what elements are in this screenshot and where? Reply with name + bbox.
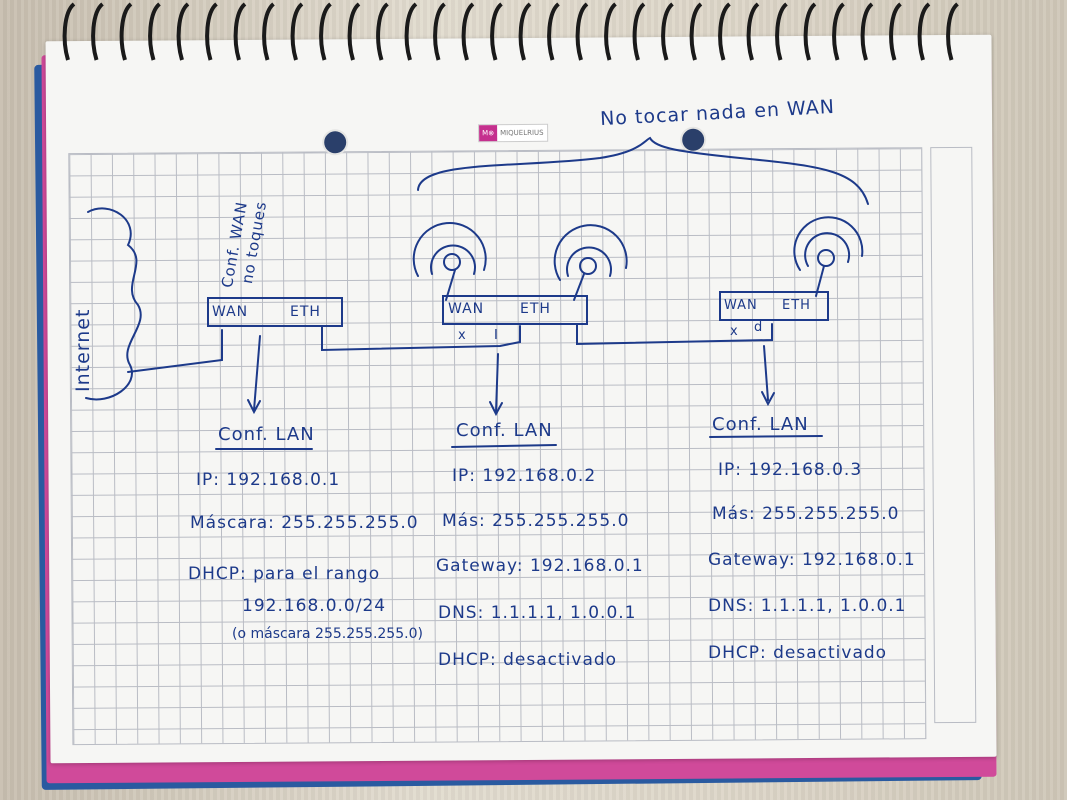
router3-dhcp: DHCP: desactivado	[708, 643, 888, 663]
spiral-coil	[433, 2, 446, 61]
router1-dhcp-line3: (o máscara 255.255.255.0)	[232, 626, 423, 642]
router2-port-mark-1: x	[458, 328, 467, 343]
antenna-router2-left	[412, 221, 487, 301]
underline-router3	[709, 435, 823, 438]
router1-dhcp-line1: DHCP: para el rango	[188, 564, 381, 584]
spiral-coil	[604, 2, 617, 61]
spiral-coil	[946, 2, 959, 61]
router3-mask: Más: 255.255.255.0	[712, 504, 900, 524]
router3-eth-label: ETH	[782, 298, 811, 313]
router2-wan-label: WAN	[448, 301, 485, 317]
router1-wan-label: WAN	[212, 304, 249, 320]
router2-eth-label: ETH	[520, 301, 551, 317]
spiral-coil	[775, 2, 788, 61]
arrow-router3	[761, 345, 775, 407]
spiral-coil	[62, 2, 76, 61]
spiral-coil	[290, 2, 304, 61]
spiral-coil	[632, 2, 646, 61]
spiral-binding	[62, 2, 959, 61]
underline-router2	[451, 444, 557, 448]
spiral-coil	[803, 2, 817, 61]
spiral-coil	[404, 2, 418, 61]
router3-dns: DNS: 1.1.1.1, 1.0.0.1	[708, 596, 907, 616]
spiral-coil	[91, 2, 104, 61]
spiral-coil	[889, 2, 902, 61]
spiral-coil	[262, 2, 275, 61]
spiral-coil	[233, 2, 247, 61]
link-router1-router2	[321, 325, 521, 352]
spiral-coil	[661, 2, 674, 61]
antenna-router2-right	[553, 224, 628, 301]
arrow-router1	[247, 335, 261, 415]
router2-dns: DNS: 1.1.1.1, 1.0.0.1	[438, 603, 637, 623]
spiral-coil	[547, 2, 560, 61]
spiral-coil	[860, 2, 874, 61]
router3-port-mark-1: x	[730, 324, 739, 339]
router1-ip: IP: 192.168.0.1	[196, 470, 341, 490]
router3-gateway: Gateway: 192.168.0.1	[708, 550, 916, 570]
router2-config-title: Conf. LAN	[456, 420, 553, 441]
router3-config-title: Conf. LAN	[712, 414, 809, 435]
router2-port-mark-2: I	[494, 328, 499, 343]
link-internet-router1	[127, 329, 223, 373]
router1-dhcp-line2: 192.168.0.0/24	[242, 596, 387, 616]
router2-ip: IP: 192.168.0.2	[452, 466, 597, 486]
spiral-coil	[917, 2, 931, 61]
spiral-coil	[575, 2, 589, 61]
router2-gateway: Gateway: 192.168.0.1	[436, 556, 644, 576]
wan-brace	[417, 136, 869, 205]
internet-cloud	[85, 207, 142, 401]
spiral-coil	[461, 2, 475, 61]
router2-mask: Más: 255.255.255.0	[442, 511, 630, 531]
spiral-coil	[746, 2, 760, 61]
spiral-coil	[689, 2, 703, 61]
spiral-coil	[518, 2, 532, 61]
router1-box	[207, 297, 343, 327]
spiral-coil	[119, 2, 133, 61]
router3-wan-label: WAN	[724, 298, 758, 313]
spiral-coil	[376, 2, 389, 61]
link-router2-router3	[576, 323, 773, 346]
router2-box	[442, 295, 588, 325]
spiral-coil	[176, 2, 190, 61]
spiral-coil	[490, 2, 503, 61]
spiral-coil	[205, 2, 218, 61]
router3-ip: IP: 192.168.0.3	[718, 460, 863, 480]
spiral-coil	[319, 2, 332, 61]
router1-config-title: Conf. LAN	[218, 424, 315, 445]
antenna-router3	[793, 216, 864, 297]
internet-label: Internet	[72, 308, 94, 392]
spiral-coil	[718, 2, 731, 61]
arrow-router2	[489, 353, 503, 417]
spiral-coil	[148, 2, 161, 61]
router1-eth-label: ETH	[290, 304, 321, 320]
router3-port-mark-2: d	[754, 320, 764, 335]
router2-dhcp: DHCP: desactivado	[438, 650, 618, 670]
router3-box	[719, 291, 829, 321]
spiral-coil	[832, 2, 845, 61]
router1-mask: Máscara: 255.255.255.0	[190, 513, 419, 533]
spiral-coil	[347, 2, 361, 61]
